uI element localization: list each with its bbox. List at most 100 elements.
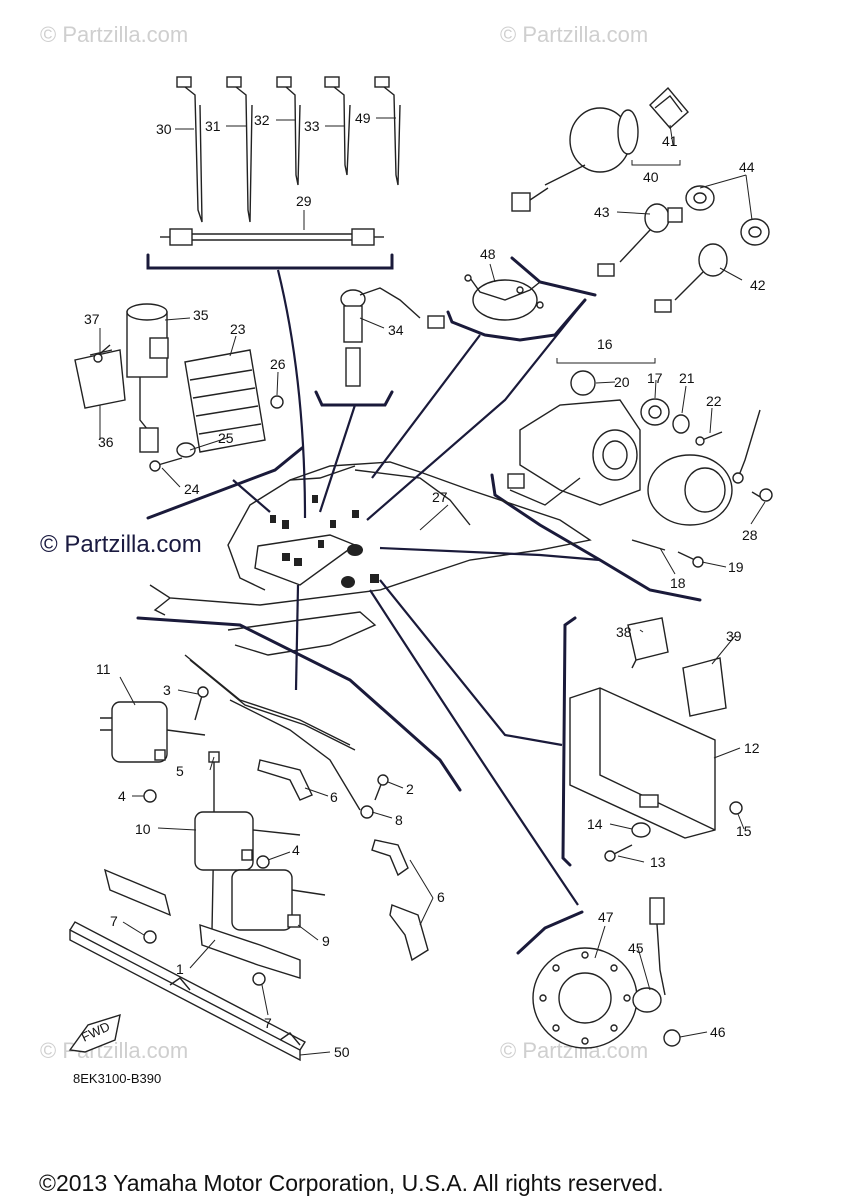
bolt-28	[751, 488, 773, 502]
callout-12: 12	[744, 740, 760, 756]
screw-37	[93, 344, 111, 363]
coil-9	[231, 869, 326, 931]
callout-37: 37	[84, 311, 100, 327]
copyright-notice: ©2013 Yamaha Motor Corporation, U.S.A. A…	[39, 1170, 664, 1196]
callout-6b: 6	[437, 889, 445, 905]
band-31	[226, 76, 253, 223]
callout-50: 50	[334, 1044, 350, 1060]
callout-4a: 4	[118, 788, 126, 804]
callout-43: 43	[594, 204, 610, 220]
callout-7b: 7	[264, 1015, 272, 1031]
plate-18	[631, 539, 666, 551]
bolt-13	[604, 844, 633, 862]
damper-14	[631, 822, 651, 838]
nut-4a	[143, 789, 157, 803]
connectors-cluster	[270, 495, 379, 588]
band-33	[324, 76, 351, 176]
callout-2: 2	[406, 781, 414, 797]
bolt-22	[695, 431, 723, 446]
callout-9: 9	[322, 933, 330, 949]
callout-36: 36	[98, 434, 114, 450]
bracket-main-switch	[510, 256, 597, 297]
bolt-46	[663, 1029, 681, 1047]
snowmobile-27	[149, 461, 592, 656]
bracket-cdi	[561, 616, 577, 867]
bracket-ignition	[136, 616, 462, 792]
callout-47: 47	[598, 909, 614, 925]
capacitor-35	[126, 303, 169, 453]
callout-24: 24	[184, 481, 200, 497]
callout-30: 30	[156, 121, 172, 137]
callout-21: 21	[679, 370, 695, 386]
pickup-group	[516, 897, 681, 1049]
nut-44a	[685, 185, 715, 211]
nut-15	[729, 801, 743, 815]
callout-33: 33	[304, 118, 320, 134]
nut-26	[270, 395, 284, 409]
servo-body-16	[507, 399, 733, 526]
cap-20	[570, 370, 596, 396]
ignition-group: FWD	[68, 616, 462, 1062]
callout-8: 8	[395, 812, 403, 828]
callout-28: 28	[742, 527, 758, 543]
bracket-34	[314, 390, 394, 407]
bracket-29	[146, 253, 394, 270]
harness-29	[160, 228, 384, 246]
leader-arrows	[232, 269, 601, 906]
bracket-pickup	[516, 910, 584, 955]
callout-3: 3	[163, 682, 171, 698]
callout-32: 32	[254, 112, 270, 128]
callout-34: 34	[388, 322, 404, 338]
watermarks: © Partzilla.com © Partzilla.com © Partzi…	[40, 22, 648, 1063]
coil-11	[100, 701, 206, 763]
wire-harness	[184, 654, 361, 811]
callout-4b: 4	[292, 842, 300, 858]
nut-4b	[256, 855, 270, 869]
nut-7a	[143, 930, 157, 944]
callout-7a: 7	[110, 913, 118, 929]
gear-17	[640, 398, 670, 426]
nut-44b	[740, 218, 770, 246]
cdi-group	[561, 616, 743, 867]
callout-1: 1	[176, 961, 184, 977]
coil-10	[194, 811, 301, 871]
callout-40: 40	[643, 169, 659, 185]
bolt-2	[374, 774, 389, 801]
rail-50	[69, 921, 306, 1062]
callout-46: 46	[710, 1024, 726, 1040]
callout-17: 17	[647, 370, 663, 386]
rectifier-group	[74, 303, 304, 520]
callout-labels: 30 31 32 33 49 29 41 40 44 43 42 48 34 3…	[84, 110, 766, 1060]
bracket-servo	[490, 473, 702, 602]
relay-38	[627, 617, 669, 669]
watermark-bottom-left: © Partzilla.com	[40, 1038, 188, 1063]
bracket-48	[446, 298, 587, 342]
callout-41: 41	[662, 133, 678, 149]
collar-25	[176, 442, 196, 458]
cdi-unit-12	[569, 687, 716, 839]
callout-15: 15	[736, 823, 752, 839]
callout-18: 18	[670, 575, 686, 591]
callout-23: 23	[230, 321, 246, 337]
callout-10: 10	[135, 821, 151, 837]
wire-bands-group	[146, 76, 401, 270]
key-41	[649, 86, 689, 129]
main-switch-40	[511, 107, 639, 212]
callout-48: 48	[480, 246, 496, 262]
callout-16: 16	[597, 336, 613, 352]
callout-49: 49	[355, 110, 371, 126]
washer-21	[672, 414, 690, 434]
callout-6a: 6	[330, 789, 338, 805]
bolt-19	[677, 551, 704, 568]
callout-11: 11	[96, 661, 111, 677]
rotor-47	[532, 947, 638, 1049]
leader-lines	[99, 117, 766, 1056]
watermark-center: © Partzilla.com	[40, 531, 202, 558]
callout-27: 27	[432, 489, 448, 505]
callout-5: 5	[176, 763, 184, 779]
callout-35: 35	[193, 307, 209, 323]
nut-7b	[252, 972, 266, 986]
cap-6b	[371, 839, 429, 962]
bolt-3	[194, 686, 209, 721]
